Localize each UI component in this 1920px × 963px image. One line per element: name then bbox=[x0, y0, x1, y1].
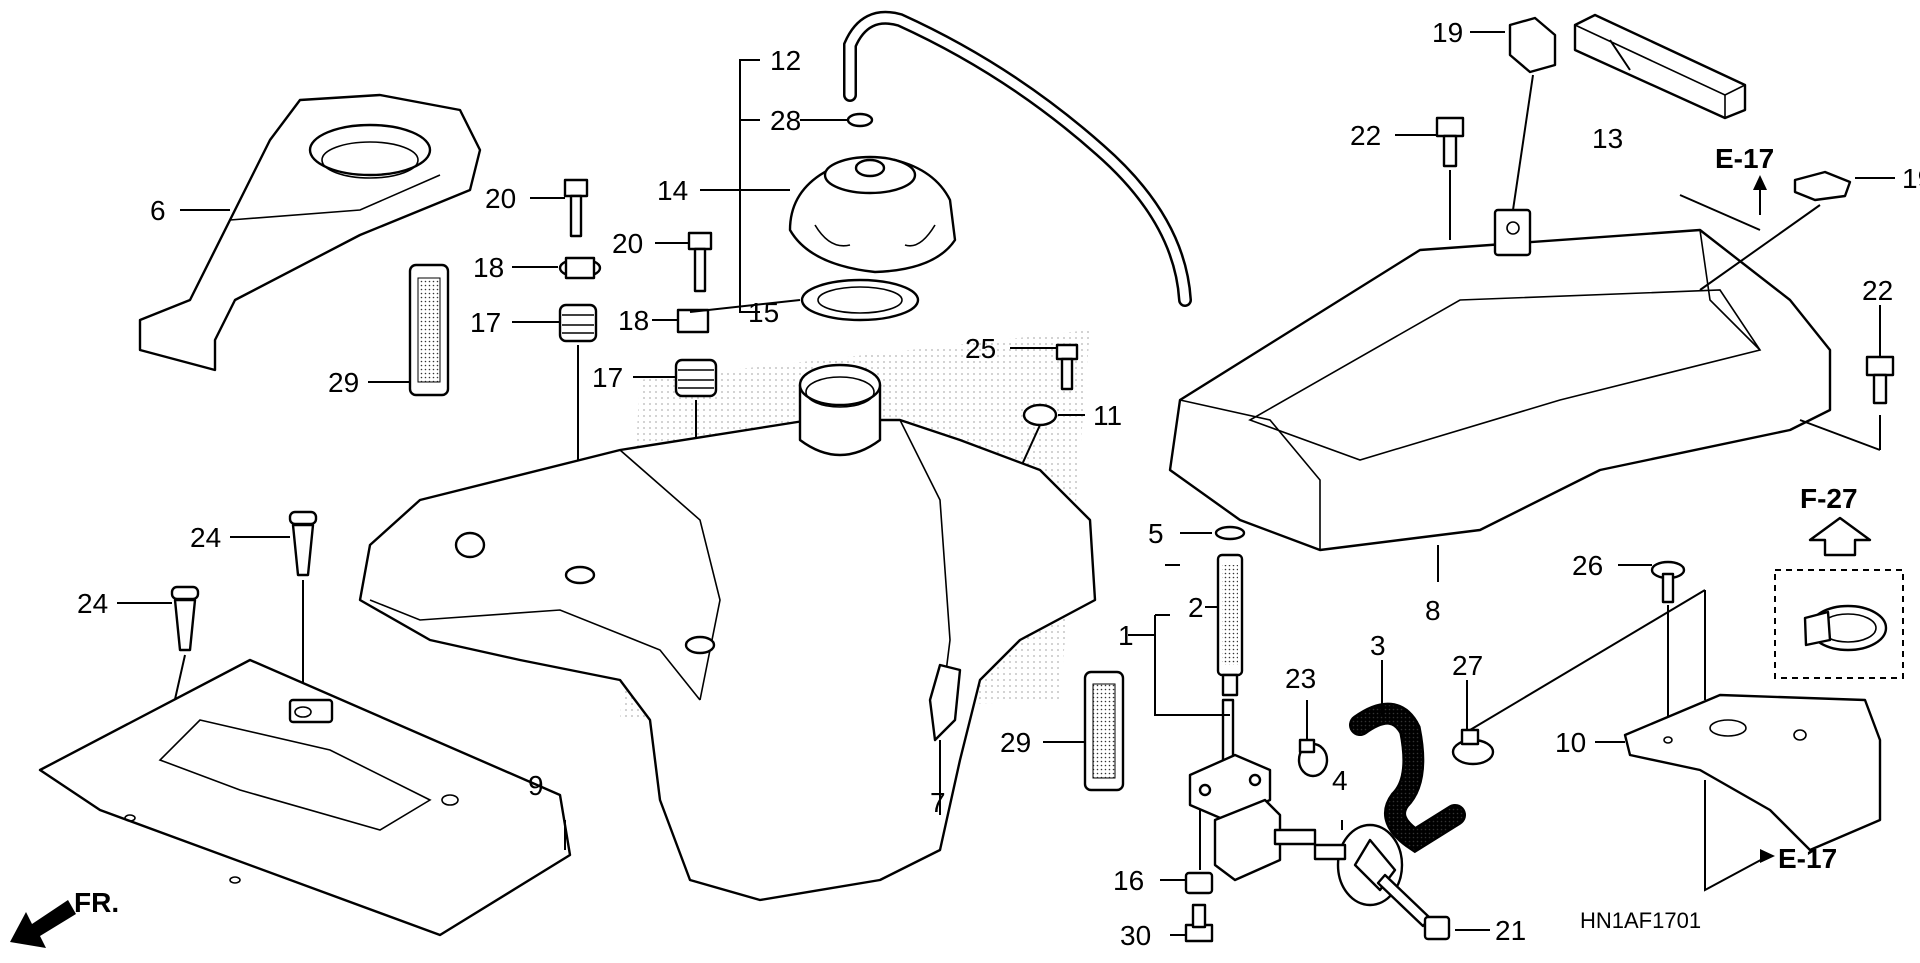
part-7-guard bbox=[928, 663, 962, 742]
f27-reference-box bbox=[1774, 516, 1904, 679]
callout-labels: 1234567891011121314151617171818191920202… bbox=[77, 17, 1920, 951]
callout-number: 20 bbox=[612, 228, 643, 259]
part-2-strainer bbox=[1216, 553, 1244, 697]
front-label: FR. bbox=[74, 887, 119, 918]
part-18-collar-a bbox=[558, 256, 602, 280]
callout-number: 28 bbox=[770, 105, 801, 136]
part-5-washer bbox=[1214, 525, 1246, 541]
part-20-bolt-b bbox=[687, 231, 713, 293]
callout-number: 18 bbox=[618, 305, 649, 336]
callout-number: 16 bbox=[1113, 865, 1144, 896]
part-18-collar-b bbox=[676, 308, 710, 334]
part-9-skid-plate bbox=[38, 658, 572, 937]
callout-number: 26 bbox=[1572, 550, 1603, 581]
callout-number: 1 bbox=[1118, 620, 1134, 651]
diagram-code: HN1AF1701 bbox=[1580, 908, 1701, 933]
part-29-strap-left bbox=[408, 263, 450, 397]
reference-label: E-17 bbox=[1778, 843, 1837, 874]
front-direction-arrow: FR. bbox=[10, 887, 119, 948]
part-8-bracket bbox=[1168, 208, 1832, 552]
part-19-grommet-a bbox=[1508, 16, 1557, 74]
part-1-fuel-valve bbox=[1188, 698, 1317, 882]
callout-number: 3 bbox=[1370, 630, 1386, 661]
fuel-tank-body bbox=[358, 363, 1097, 902]
part-19-grommet-b bbox=[1793, 170, 1852, 202]
part-30-bolt bbox=[1184, 903, 1214, 943]
leader-lines bbox=[117, 31, 1895, 936]
callout-number: 12 bbox=[770, 45, 801, 76]
callout-number: 17 bbox=[592, 362, 623, 393]
callout-number: 13 bbox=[1592, 123, 1623, 154]
part-17-rubber-a bbox=[558, 303, 598, 343]
part-13-foam bbox=[1573, 13, 1747, 120]
callout-number: 19 bbox=[1902, 163, 1920, 194]
part-3-fuel-hose bbox=[1351, 705, 1464, 851]
callout-number: 20 bbox=[485, 183, 516, 214]
callout-number: 15 bbox=[748, 297, 779, 328]
part-14-fuel-cap bbox=[788, 155, 957, 274]
callout-number: 8 bbox=[1425, 595, 1441, 626]
part-24-rivet-b bbox=[170, 585, 200, 652]
callout-number: 2 bbox=[1188, 592, 1204, 623]
part-6-duct-cover bbox=[138, 93, 482, 372]
callout-number: 11 bbox=[1093, 400, 1122, 431]
callout-number: 30 bbox=[1120, 920, 1151, 951]
reference-label: F-27 bbox=[1800, 483, 1858, 514]
part-21-screw bbox=[1376, 873, 1451, 941]
part-23-clip bbox=[1297, 738, 1329, 778]
callout-number: 23 bbox=[1285, 663, 1316, 694]
part-22-bolt-a bbox=[1435, 116, 1465, 168]
callout-number: 10 bbox=[1555, 727, 1586, 758]
callout-number: 29 bbox=[328, 367, 359, 398]
callout-number: 7 bbox=[930, 787, 946, 818]
callout-number: 21 bbox=[1495, 915, 1526, 946]
callout-number: 19 bbox=[1432, 17, 1463, 48]
reference-label: E-17 bbox=[1715, 143, 1774, 174]
callout-number: 6 bbox=[150, 195, 166, 226]
callout-number: 4 bbox=[1332, 765, 1348, 796]
callout-number: 17 bbox=[470, 307, 501, 338]
part-20-bolt-a bbox=[563, 178, 589, 238]
part-28-clip bbox=[846, 112, 874, 128]
part-15-gasket bbox=[800, 278, 920, 322]
callout-number: 25 bbox=[965, 333, 996, 364]
part-24-rivet-a bbox=[288, 510, 318, 577]
part-29-strap-right bbox=[1083, 670, 1125, 792]
callout-number: 9 bbox=[528, 770, 544, 801]
callout-number: 27 bbox=[1452, 650, 1483, 681]
callout-number: 24 bbox=[77, 588, 108, 619]
callout-number: 24 bbox=[190, 522, 221, 553]
callout-number: 22 bbox=[1862, 275, 1893, 306]
part-27-clip bbox=[1451, 728, 1495, 766]
part-10-cover bbox=[1623, 693, 1882, 852]
part-17-rubber-b bbox=[674, 358, 718, 398]
callout-number: 14 bbox=[657, 175, 688, 206]
part-16-nut bbox=[1184, 871, 1214, 895]
callout-number: 5 bbox=[1148, 518, 1164, 549]
part-26-screw bbox=[1650, 560, 1686, 604]
callout-number: 22 bbox=[1350, 120, 1381, 151]
callout-number: 29 bbox=[1000, 727, 1031, 758]
part-25-bolt bbox=[1055, 343, 1079, 391]
callout-number: 18 bbox=[473, 252, 504, 283]
part-22-bolt-b bbox=[1865, 355, 1895, 405]
part-11-grommet bbox=[1022, 403, 1058, 427]
